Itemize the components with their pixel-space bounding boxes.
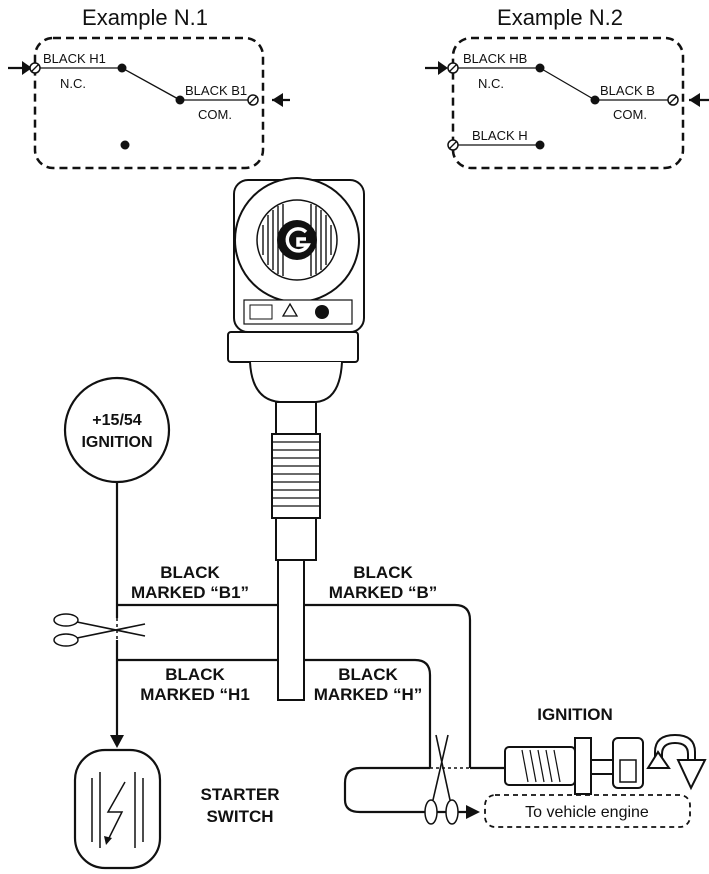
wire-b-label-line1: BLACK [353, 563, 413, 582]
example-1: Example N.1 BLACK H1 N.C. BLACK B1 COM. [8, 5, 290, 170]
wire-h-label-line2: MARKED “H” [314, 685, 423, 704]
example-2-terminal-right-sub: COM. [613, 107, 647, 122]
example-1-box [33, 36, 265, 170]
wire-b-label-line2: MARKED “B” [329, 583, 438, 602]
warning-icon [281, 302, 299, 317]
example-1-terminal-top: BLACK H1 [43, 51, 106, 66]
starter-label-line2: SWITCH [206, 807, 273, 826]
example-1-terminal-right-sub: COM. [198, 107, 232, 122]
disposal-icon [315, 305, 329, 319]
starter-label-line1: STARTER [200, 785, 279, 804]
example-1-terminal-top-sub: N.C. [60, 76, 86, 91]
lightning-icon [106, 781, 126, 841]
vehicle-engine-box: To vehicle engine [484, 794, 691, 828]
wire-b1-label-line2: MARKED “B1” [131, 583, 249, 602]
ignition-supply: +15/54 IGNITION [63, 376, 171, 484]
example-2-terminal-right: BLACK B [600, 83, 655, 98]
example-1-terminal-right: BLACK B1 [185, 83, 247, 98]
ignition-supply-line1: +15/54 [92, 412, 141, 429]
wires [110, 482, 505, 819]
arrow-down-icon [110, 735, 124, 748]
vehicle-engine-label: To vehicle engine [525, 804, 649, 821]
curved-arrow-icon [646, 733, 707, 791]
scissors-icon [424, 734, 459, 825]
arrow-right-icon [22, 61, 32, 75]
example-1-title: Example N.1 [82, 5, 208, 30]
example-2-title: Example N.2 [497, 5, 623, 30]
arrow-right-icon [438, 61, 448, 75]
level-switch-device [227, 177, 365, 701]
example-2: Example N.2 BLACK HB N.C. BLACK B COM. B… [425, 5, 709, 170]
wire-b1-label-line1: BLACK [160, 563, 220, 582]
wire-h-label-line1: BLACK [338, 665, 398, 684]
scissors-icon [53, 613, 146, 647]
ignition-supply-line2: IGNITION [81, 434, 152, 451]
example-2-terminal-top: BLACK HB [463, 51, 527, 66]
ignition-label: IGNITION [537, 705, 613, 724]
example-2-terminal-bottom: BLACK H [472, 128, 528, 143]
wire-h1-label-line1: BLACK [165, 665, 225, 684]
example-2-box [451, 36, 685, 170]
wire-h1-label-line2: MARKED “H1 [140, 685, 250, 704]
starter-switch [73, 748, 162, 870]
arrow-right-icon [466, 805, 480, 819]
example-2-terminal-top-sub: N.C. [478, 76, 504, 91]
ignition-key-icon [504, 737, 644, 795]
